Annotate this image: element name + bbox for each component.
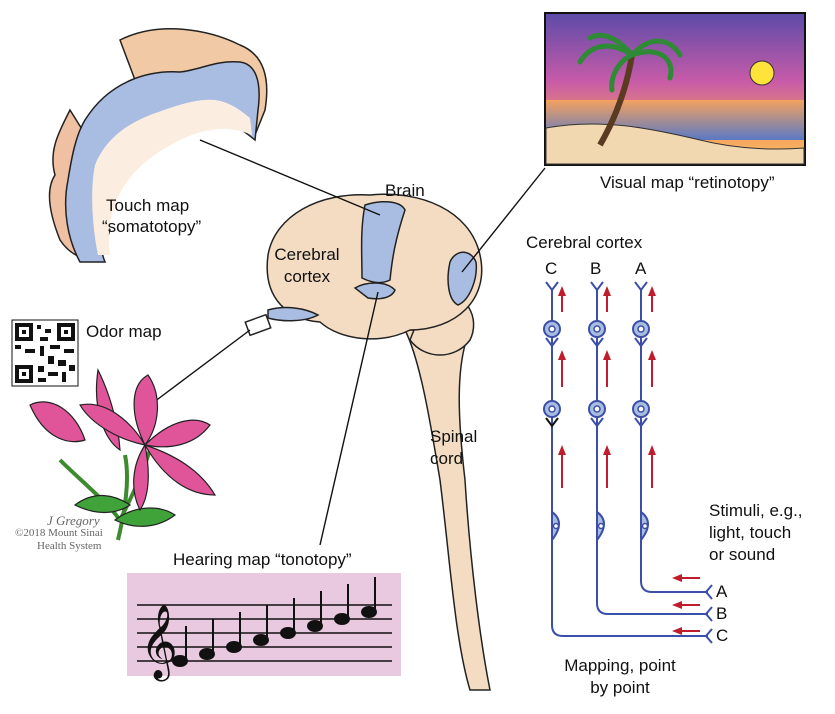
stimuli-label-line1: Stimuli, e.g., (709, 501, 803, 520)
artist-credit: J Gregory ©2018 Mount Sinai Health Syste… (15, 514, 103, 553)
credit-line1: ©2018 Mount Sinai (15, 527, 103, 539)
brain-label: Brain (385, 181, 425, 200)
pathway-bottom-letter-a: A (716, 582, 728, 601)
touch-map-label-line1: Touch map (106, 196, 190, 215)
hearing-map-label: Hearing map “tonotopy” (173, 550, 352, 569)
pathway-top-letter-b: B (590, 259, 602, 278)
pathway-top-letter-c: C (545, 259, 558, 278)
brain-cerebral-label-line1: Cerebral (274, 245, 340, 264)
pathway-cortex-label: Cerebral cortex (526, 233, 643, 252)
odor-map-label: Odor map (86, 322, 162, 341)
retinotopy-beach-image (544, 12, 806, 166)
spinal-cord-label-line2: cord (430, 449, 464, 468)
somatotopy-homunculus (48, 28, 268, 263)
stimuli-label-line2: light, touch (709, 523, 792, 542)
brain-cortex-label-line2: cortex (283, 267, 331, 286)
credit-line2: Health System (37, 540, 102, 552)
neural-pathway-diagram (543, 281, 713, 644)
svg-text:𝄞: 𝄞 (140, 605, 178, 682)
pathway-bottom-letter-c: C (716, 626, 729, 645)
pathway-bottom-letter-b: B (716, 604, 728, 623)
visual-map-label: Visual map “retinotopy” (600, 173, 775, 192)
mapping-label-line2: by point (590, 678, 650, 697)
odor-qr-code (11, 319, 79, 387)
lily-flower (29, 368, 217, 541)
brain-illustration (244, 193, 491, 691)
mapping-label-line1: Mapping, point (564, 656, 676, 675)
pathway-top-letter-a: A (635, 259, 647, 278)
connector-lines (149, 139, 546, 546)
artist-signature: J Gregory (47, 513, 100, 528)
touch-map-label-line2: “somatotopy” (102, 217, 202, 236)
spinal-cord-label-line1: Spinal (430, 427, 478, 446)
stimuli-label-line3: or sound (709, 545, 776, 564)
tonotopy-music-staff: 𝄞 (127, 573, 401, 682)
